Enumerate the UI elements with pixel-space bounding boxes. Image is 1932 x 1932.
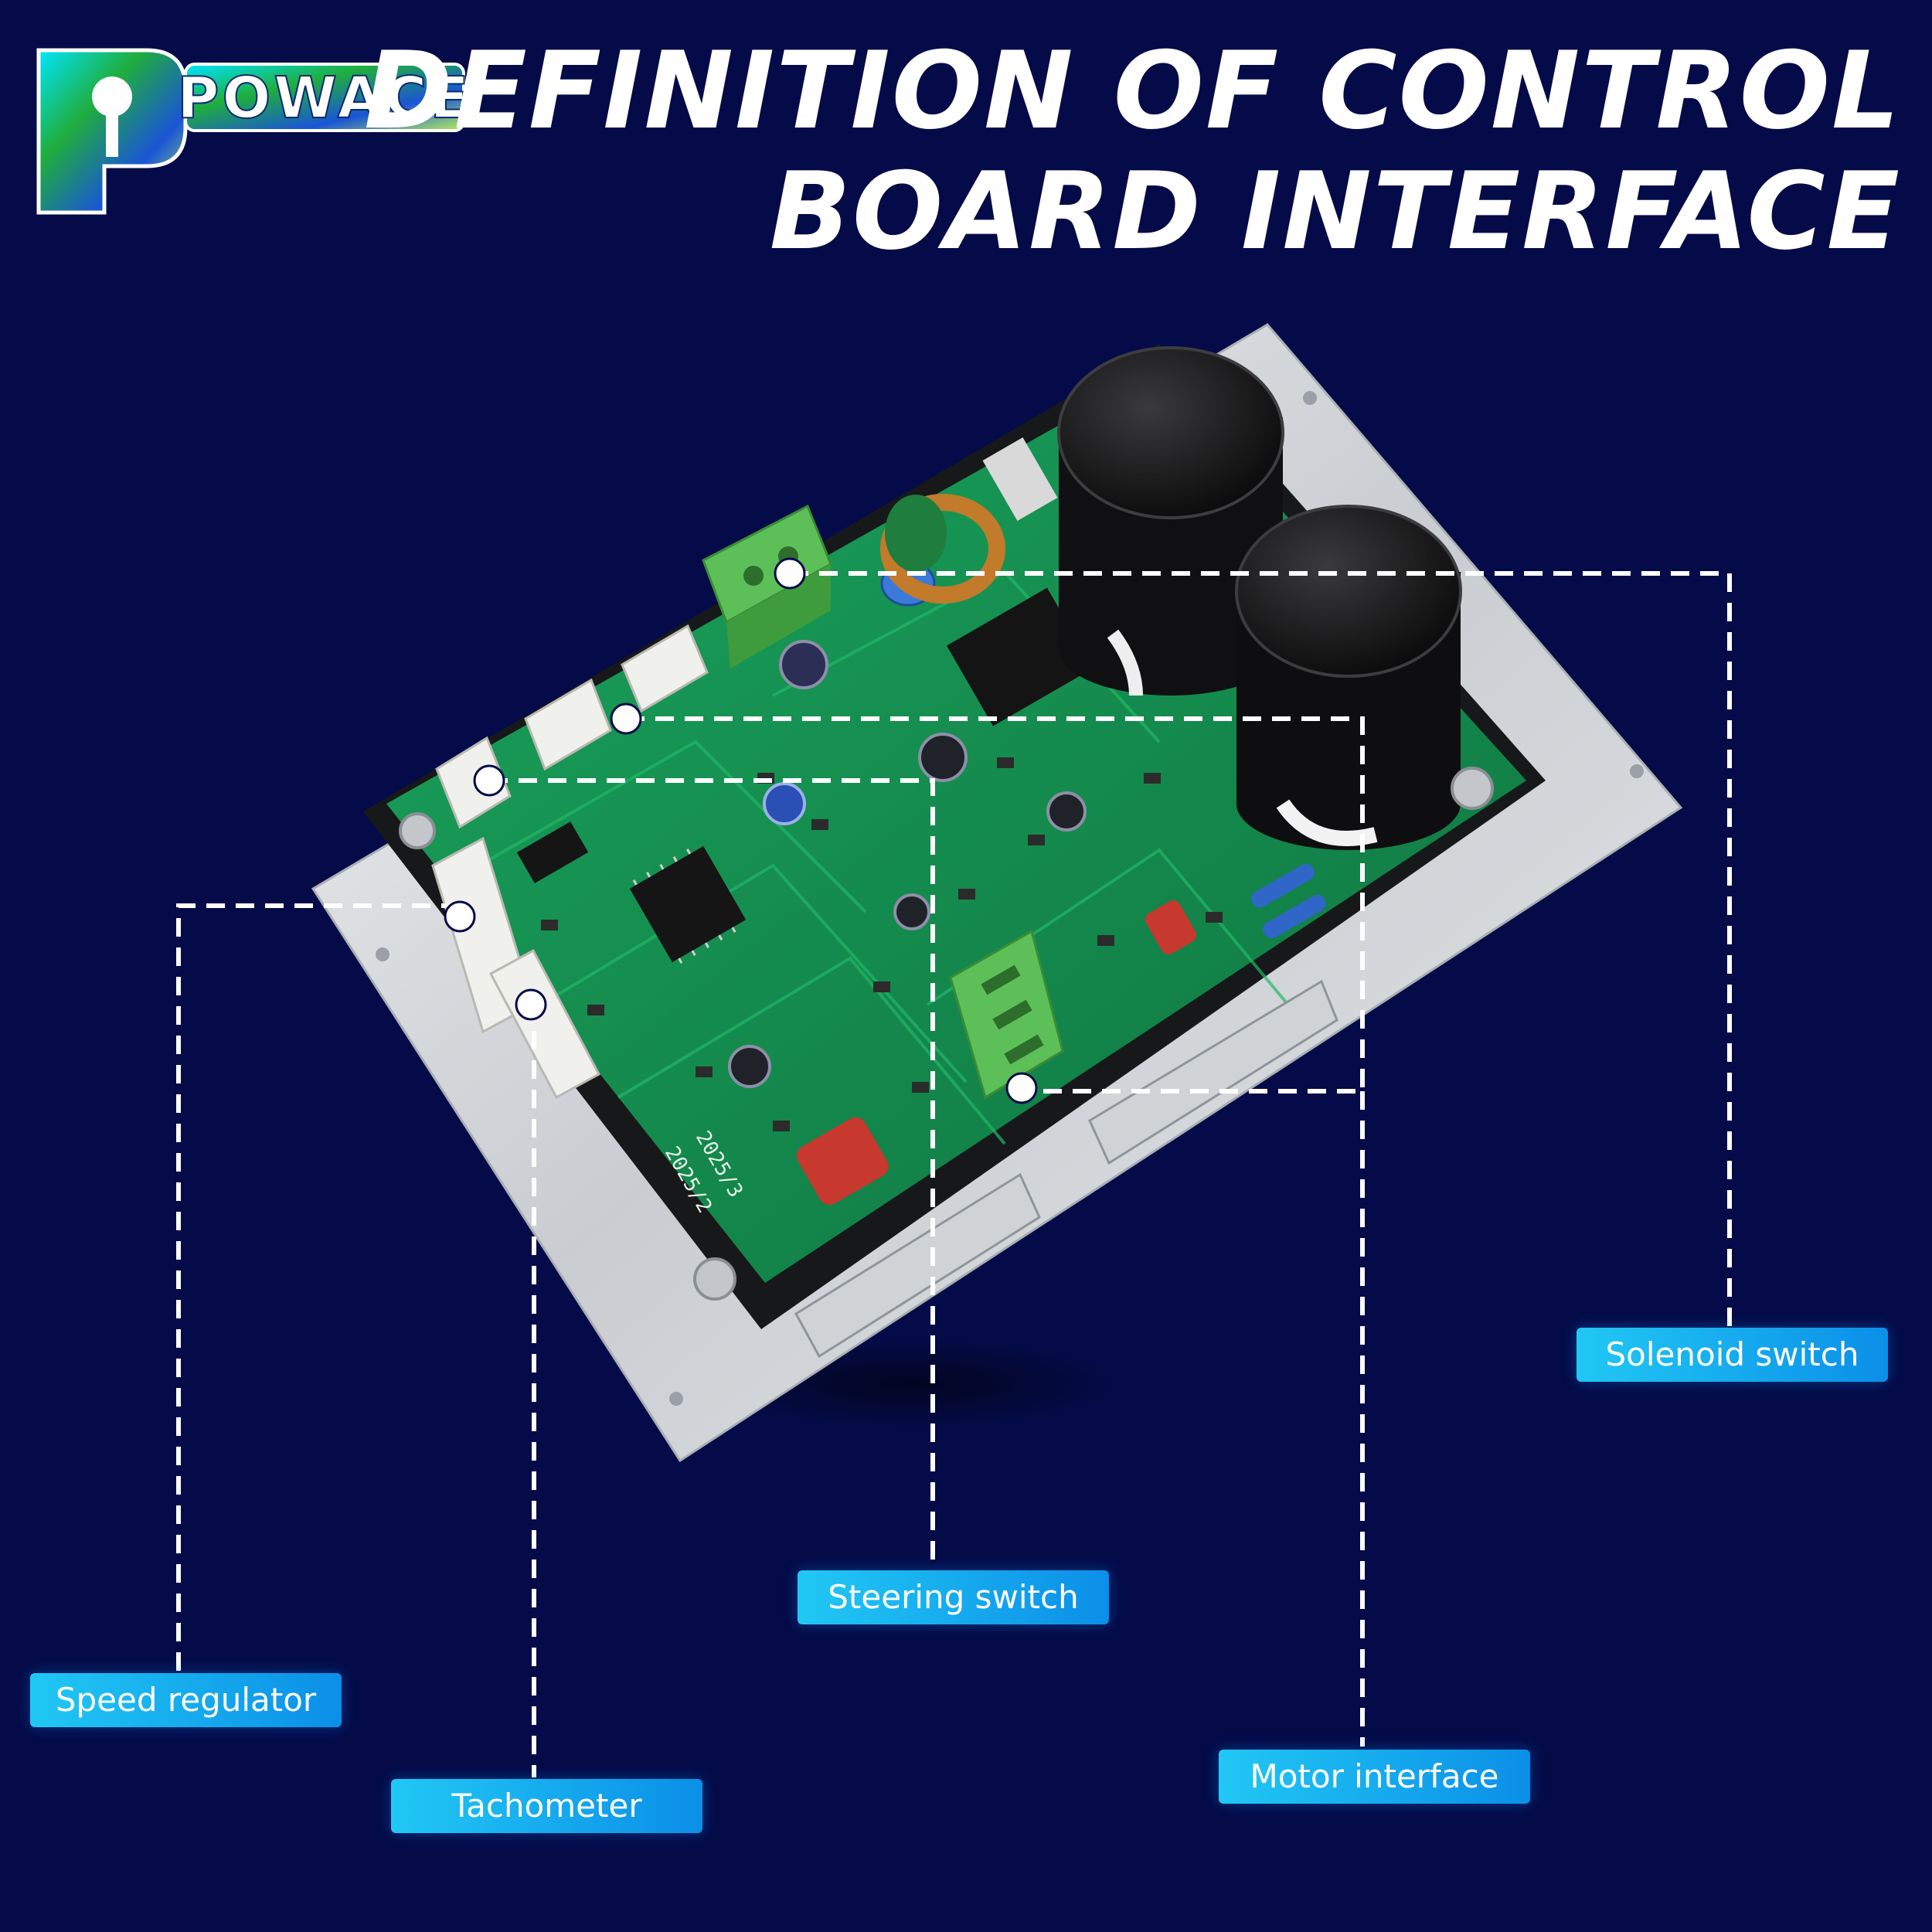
label-steering-switch: Steering switch xyxy=(798,1570,1109,1624)
driver-chip xyxy=(516,821,589,883)
white-film-capacitor xyxy=(982,437,1058,521)
leader-speed xyxy=(176,903,460,1673)
red-capacitor-2 xyxy=(796,1117,889,1206)
mounting-bolts xyxy=(399,767,1494,1301)
relay xyxy=(947,587,1094,726)
smd-components xyxy=(541,757,1223,1131)
page-title: DEFINITION OF CONTROL BOARD INTERFACE xyxy=(363,31,1901,272)
choke-core xyxy=(885,495,947,572)
label-motor-interface: Motor interface xyxy=(1219,1750,1530,1804)
title-line-2: BOARD INTERFACE xyxy=(769,149,1901,274)
title-line-1: DEFINITION OF CONTROL xyxy=(364,29,1901,153)
dot-motor-terminal xyxy=(1005,1072,1038,1104)
label-speed-regulator: Speed regulator xyxy=(30,1673,342,1727)
plate-screw-holes xyxy=(376,391,1644,1406)
dot-tachometer xyxy=(515,988,547,1021)
metal-clamps xyxy=(794,979,1338,1359)
powace-logo: POWACE xyxy=(36,48,471,215)
marker-dots xyxy=(444,557,1038,1104)
large-capacitor-2 xyxy=(1235,505,1462,850)
small-capacitors xyxy=(728,640,1087,1088)
white-connectors xyxy=(431,624,709,1100)
label-tachometer: Tachometer xyxy=(391,1779,702,1833)
leader-steering xyxy=(489,778,935,1570)
dot-motor xyxy=(610,702,642,735)
dot-speed xyxy=(444,900,476,933)
blue-resistors xyxy=(1251,863,1326,939)
leader-solenoid xyxy=(790,571,1732,1328)
logo-wordmark: POWACE xyxy=(177,65,471,131)
red-capacitor-1 xyxy=(1145,900,1196,954)
dot-solenoid xyxy=(774,557,806,590)
microcontroller-chip xyxy=(629,845,747,964)
label-solenoid-switch: Solenoid switch xyxy=(1577,1328,1888,1382)
dot-steering xyxy=(473,764,505,797)
leader-motor-loop xyxy=(626,716,1365,1094)
green-terminal-motor xyxy=(949,929,1064,1100)
large-capacitor-1 xyxy=(1057,346,1284,696)
